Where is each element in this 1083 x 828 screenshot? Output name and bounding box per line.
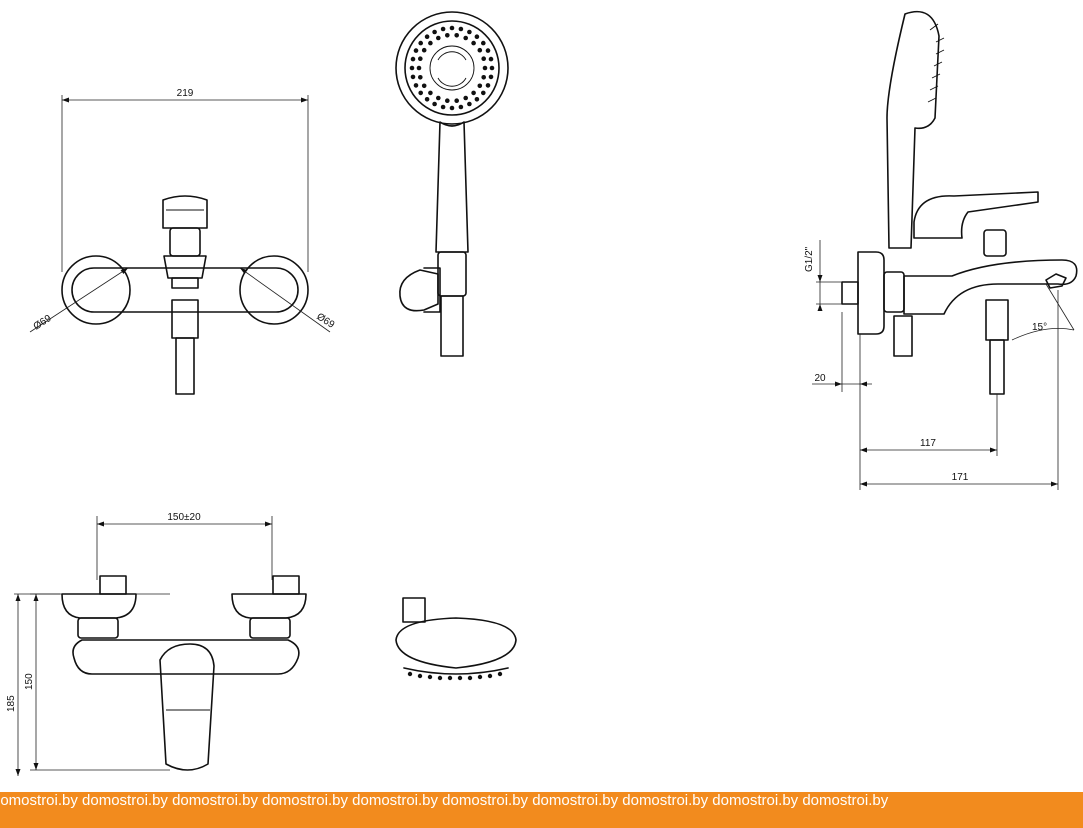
watermark-text: domostroi.by domostroi.by domostroi.by d… xyxy=(0,792,889,809)
shower-nozzle xyxy=(418,75,423,80)
dim-height-outer-label: 185 xyxy=(6,695,17,712)
shower-nozzle xyxy=(474,97,480,102)
shower-nozzle xyxy=(454,98,460,103)
shower-nozzle xyxy=(432,101,437,107)
shower-nozzle xyxy=(489,65,495,71)
shower-nozzle xyxy=(467,29,472,35)
shower-nozzle xyxy=(432,29,437,35)
shower-nozzle xyxy=(477,47,483,53)
shower-nozzle xyxy=(428,40,433,46)
shower-nozzle xyxy=(436,95,441,101)
shower-nozzle xyxy=(471,90,476,96)
shower-nozzle xyxy=(409,65,415,71)
dim-spacing-label: 150±20 xyxy=(167,512,201,523)
shower-nozzle xyxy=(424,97,430,102)
shower-nozzle xyxy=(410,56,416,62)
shower-nozzle xyxy=(428,90,433,96)
shower-nozzle xyxy=(421,83,427,89)
shower-nozzle xyxy=(485,48,491,53)
shower-nozzle xyxy=(410,74,416,80)
mixer-front-view: 219 Ø69 Ø69 xyxy=(29,88,337,395)
dim-dia-left-label: Ø69 xyxy=(32,313,54,333)
shower-nozzle xyxy=(482,65,488,71)
shower-nozzle xyxy=(467,101,472,107)
shower-nozzle xyxy=(471,40,476,46)
shower-nozzle xyxy=(418,90,424,96)
mixer-side-view: G1/2" 20 117 171 15° xyxy=(804,10,1078,490)
shower-nozzle xyxy=(458,26,464,32)
shower-nozzle xyxy=(481,40,486,46)
shower-nozzle xyxy=(424,34,430,39)
dim-height-inner-label: 150 xyxy=(24,673,35,690)
shower-nozzle xyxy=(445,98,450,103)
dim-angle-label: 15° xyxy=(1032,322,1047,333)
shower-nozzle xyxy=(436,35,441,41)
shower-nozzle xyxy=(413,83,419,88)
shower-nozzle xyxy=(454,33,460,38)
dim-depth-spout-label: 117 xyxy=(920,438,936,449)
dim-thread-label: G1/2" xyxy=(804,246,815,272)
shower-nozzle xyxy=(481,75,487,80)
shower-nozzle xyxy=(440,104,446,110)
shower-nozzle xyxy=(488,56,494,62)
dim-wall-offset-label: 20 xyxy=(814,373,826,384)
watermark-banner: domostroi.by domostroi.by domostroi.by d… xyxy=(0,792,1083,828)
shower-nozzle xyxy=(474,34,480,39)
shower-nozzle xyxy=(416,65,422,71)
hand-shower-front-view xyxy=(395,11,509,357)
shower-nozzle xyxy=(440,26,446,32)
dim-dia-right-label: Ø69 xyxy=(314,311,336,331)
shower-nozzle xyxy=(463,95,469,101)
shower-nozzle xyxy=(449,105,455,111)
shower-nozzle xyxy=(463,35,469,41)
shower-nozzle xyxy=(445,33,450,38)
shower-nozzle xyxy=(413,48,419,53)
dim-depth-total-label: 171 xyxy=(952,472,969,483)
shower-nozzle xyxy=(458,104,464,110)
shower-nozzles xyxy=(409,25,495,111)
mixer-top-view: 150±20 185 150 xyxy=(6,512,307,776)
shower-nozzle xyxy=(485,83,491,88)
shower-nozzle xyxy=(481,90,486,96)
shower-nozzle-row xyxy=(407,671,503,681)
shower-nozzle xyxy=(418,40,424,46)
dim-width-label: 219 xyxy=(177,88,194,99)
shower-nozzle xyxy=(477,83,483,89)
shower-nozzle xyxy=(481,56,487,61)
shower-nozzle xyxy=(488,74,494,80)
shower-nozzle xyxy=(449,25,455,31)
shower-nozzle xyxy=(418,56,423,61)
hand-shower-side-view xyxy=(395,597,517,681)
shower-nozzle xyxy=(421,47,427,53)
